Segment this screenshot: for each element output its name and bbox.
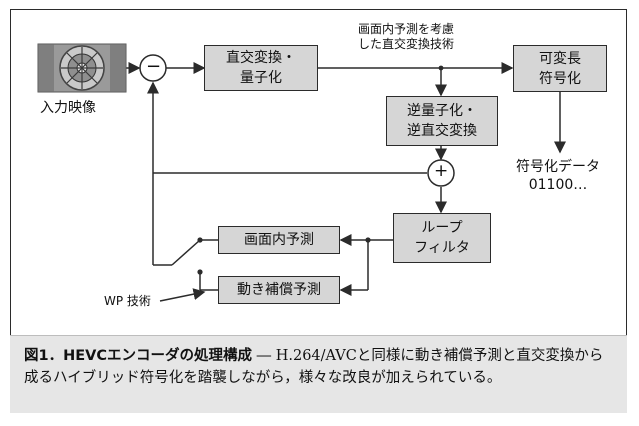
caption-body: ― H.264/AVCと同様に動き補償予測と直交変換から成るハイブリッド符号化を… <box>24 348 604 386</box>
junction-dot-filter <box>365 237 371 243</box>
junction-dot-transform <box>438 65 444 71</box>
arrow-wp <box>159 288 206 302</box>
inter-prediction-block: 動き補償予測 <box>218 276 340 304</box>
input-video-icon <box>37 43 127 93</box>
switch-contact-bottom <box>197 269 203 275</box>
intra-transform-note: 画面内予測を考慮 した直交変換技術 <box>358 22 455 51</box>
loop-filter-block: ループ フィルタ <box>393 213 491 263</box>
inverse-transform-block: 逆量子化・ 逆直交変換 <box>386 96 498 146</box>
intra-prediction-block: 画面内予測 <box>218 226 340 254</box>
subtract-sign: − <box>146 56 162 77</box>
add-sign: + <box>434 161 449 181</box>
input-video-label: 入力映像 <box>40 100 96 116</box>
output-data-label: 符号化データ 01100… <box>516 159 600 193</box>
switch-contact-top <box>197 237 203 243</box>
switch-blade <box>171 239 201 266</box>
caption-title: 図1．HEVCエンコーダの処理構成 <box>24 348 252 364</box>
transform-quantize-block: 直交変換・ 量子化 <box>204 45 318 91</box>
vlc-block: 可変長 符号化 <box>513 45 607 92</box>
adder-circle <box>427 159 455 187</box>
wp-technique-label: WP 技術 <box>104 294 151 308</box>
figure-caption: 図1．HEVCエンコーダの処理構成 ― H.264/AVCと同様に動き補償予測と… <box>10 335 627 413</box>
subtractor-circle <box>139 54 167 82</box>
